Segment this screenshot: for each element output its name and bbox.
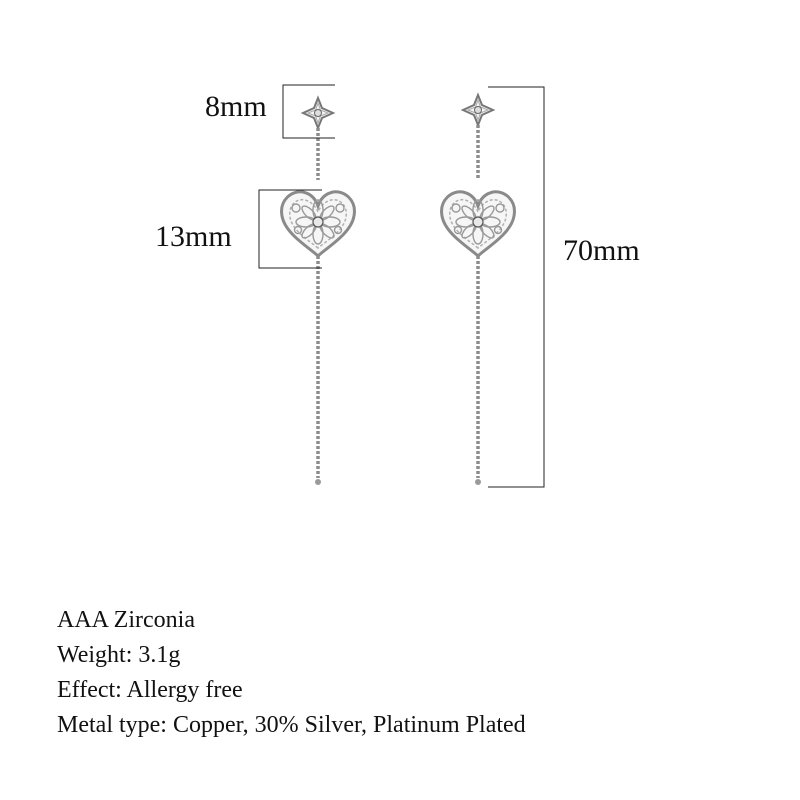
left-heart-charm bbox=[280, 190, 356, 258]
earrings-product-photo bbox=[258, 84, 545, 488]
left-flower-stud bbox=[302, 97, 334, 129]
product-specs: AAA Zirconia Weight: 3.1g Effect: Allerg… bbox=[57, 603, 757, 743]
right-heart-charm bbox=[440, 190, 516, 258]
right-earring bbox=[440, 94, 516, 485]
stud-dimension-bracket bbox=[282, 84, 335, 139]
total-length-label: 70mm bbox=[563, 234, 640, 267]
heart-size-label: 13mm bbox=[155, 220, 232, 253]
right-flower-stud bbox=[462, 94, 494, 126]
left-earring bbox=[280, 97, 356, 485]
length-dimension-bracket bbox=[488, 86, 545, 488]
spec-metal-type: Metal type: Copper, 30% Silver, Platinum… bbox=[57, 712, 526, 738]
stud-size-label: 8mm bbox=[205, 90, 267, 123]
spec-weight: Weight: 3.1g bbox=[57, 642, 181, 668]
spec-effect: Effect: Allergy free bbox=[57, 677, 243, 703]
heart-dimension-bracket bbox=[258, 189, 322, 269]
spec-material: AAA Zirconia bbox=[57, 607, 195, 633]
